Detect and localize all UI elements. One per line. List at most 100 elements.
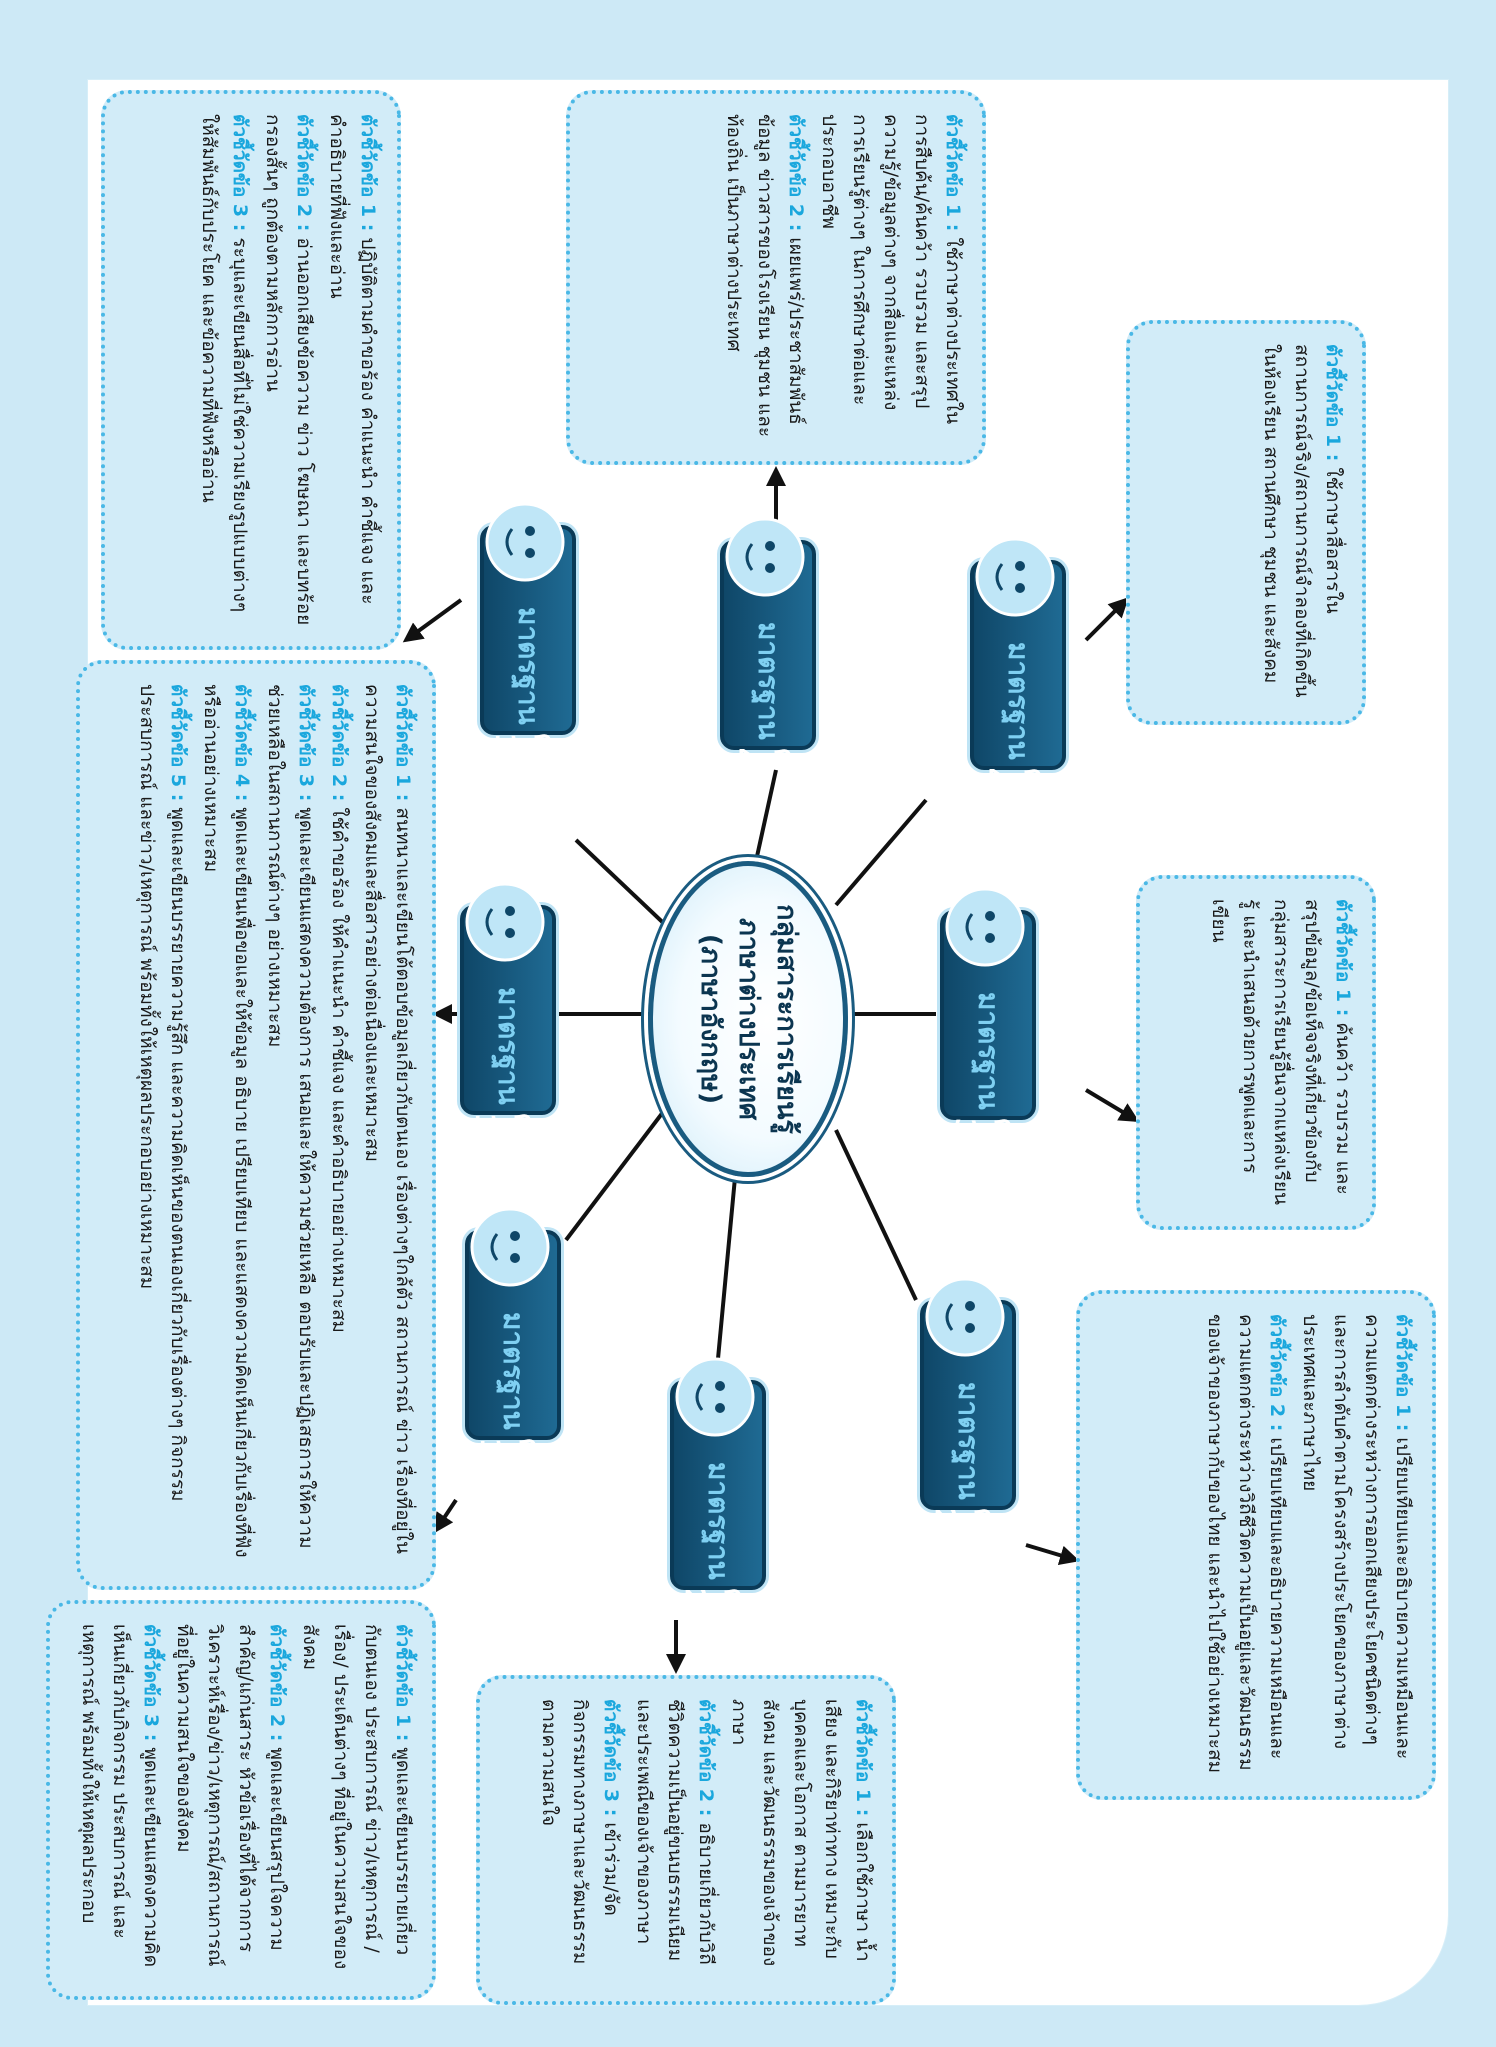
mascot-face-icon <box>485 502 565 582</box>
indicator-label: ตัวชี้วัดข้อ 1 : <box>1332 899 1354 1017</box>
standard-prefix: มาตรฐาน <box>702 1462 735 1580</box>
mascot-face-icon <box>470 1207 550 1287</box>
indicator-label: ตัวชี้วัดข้อ 2 : <box>785 114 807 232</box>
indicator-label: ตัวชี้วัดข้อ 2 : <box>328 684 350 802</box>
indicator-label: ตัวชี้วัดข้อ 2 : <box>1266 1314 1288 1432</box>
indicator-label: ตัวชี้วัดข้อ 3 : <box>600 1699 622 1817</box>
indicator-label: ตัวชี้วัดข้อ 1 : <box>1392 1314 1414 1432</box>
standard-prefix: มาตรฐาน <box>497 1312 530 1430</box>
indicator-box-t13: ตัวชี้วัดข้อ 1 : พูดและเขียนบรรยายเกี่ยว… <box>46 1600 436 2000</box>
indicator-box-t42: ตัวชี้วัดข้อ 1 : ใช้ภาษาต่างประเทศในการส… <box>566 90 986 465</box>
center-title-line3: (ภาษาอังกฤษ) <box>695 933 726 1105</box>
indicator-text: สนทนาและเขียนโต้ตอบข้อมูลเกี่ยวกับตนเอง … <box>361 684 414 1554</box>
indicator-label: ตัวชี้วัดข้อ 1 : <box>357 114 379 232</box>
standard-t42: มาตรฐาน ต 4.2 <box>720 517 816 797</box>
indicator-label: ตัวชี้วัดข้อ 4 : <box>231 684 253 802</box>
standard-t21: มาตรฐาน ต 2.1 <box>670 1357 766 1637</box>
indicator-box-t11: ตัวชี้วัดข้อ 1 : ปฏิบัติตามคำขอร้อง คำแน… <box>101 90 401 650</box>
indicator-label: ตัวชี้วัดข้อ 1 : <box>392 1624 414 1742</box>
indicator-box-t22: ตัวชี้วัดข้อ 1 : เปรียบเทียบและอธิบายควา… <box>1076 1290 1436 1800</box>
indicator-label: ตัวชี้วัดข้อ 2 : <box>695 1699 717 1817</box>
spoke-t13 <box>564 1093 678 1242</box>
spoke-t22 <box>834 1129 918 1301</box>
standard-code: ต 2.1 <box>679 1587 752 1638</box>
standard-code: ต 4.1 <box>979 767 1052 818</box>
standard-prefix: มาตรฐาน <box>492 987 525 1105</box>
standard-prefix: มาตรฐาน <box>1002 642 1035 760</box>
indicator: ตัวชี้วัดข้อ 2 : เผยแพร่/ประชาสัมพันธ์ข้… <box>718 114 811 441</box>
indicator-label: ตัวชี้วัดข้อ 1 : <box>942 114 964 232</box>
standard-code: ต 4.2 <box>729 747 802 798</box>
indicator-box-t21: ตัวชี้วัดข้อ 1 : เลือกใช้ภาษา น้ำเสียง แ… <box>476 1675 896 2005</box>
standard-prefix: มาตรฐาน <box>512 607 545 725</box>
mascot-face-icon <box>675 1357 755 1437</box>
indicator: ตัวชี้วัดข้อ 1 : สนทนาและเขียนโต้ตอบข้อม… <box>356 684 418 1566</box>
indicator: ตัวชี้วัดข้อ 3 : พูดและเขียนแสดงความต้อง… <box>259 684 321 1566</box>
indicator-label: ตัวชี้วัดข้อ 3 : <box>295 684 317 802</box>
spoke-t21 <box>714 1166 738 1381</box>
indicator: ตัวชี้วัดข้อ 3 : ระบุและเขียนสื่อที่ไม่ใ… <box>193 114 255 626</box>
standard-prefix: มาตรฐาน <box>952 1382 985 1500</box>
mascot-face-icon <box>945 887 1025 967</box>
standard-t12: มาตรฐาน ต 1.2 <box>460 882 556 1162</box>
indicator-label: ตัวชี้วัดข้อ 2 : <box>293 114 315 232</box>
arrow-t22 <box>1025 1543 1080 1565</box>
spoke-t42 <box>754 769 778 862</box>
indicator-label: ตัวชี้วัดข้อ 3 : <box>229 114 251 232</box>
standard-t11: มาตรฐาน ต 1.1 <box>480 502 576 782</box>
indicator-label: ตัวชี้วัดข้อ 1 : <box>392 684 414 802</box>
indicator-label: ตัวชี้วัดข้อ 1 : <box>852 1699 874 1817</box>
indicator-text: พูดและเขียนบรรยายความรู้สึก และความคิดเห… <box>136 684 189 1502</box>
standard-code: ต 1.1 <box>489 732 562 783</box>
indicator: ตัวชี้วัดข้อ 2 : อธิบายเกี่ยวกับวิถีชีวิ… <box>628 1699 721 1981</box>
mascot-face-icon <box>975 537 1055 617</box>
center-title-line1: กลุ่มสาระการเรียนรู้ <box>771 904 802 1134</box>
standard-prefix: มาตรฐาน <box>972 992 1005 1110</box>
indicator-label: ตัวชี้วัดข้อ 5 : <box>167 684 189 802</box>
indicator-text: พูดและเขียนเพื่อขอและให้ข้อมูล อธิบาย เป… <box>200 684 253 1558</box>
indicator: ตัวชี้วัดข้อ 1 : ปฏิบัติตามคำขอร้อง คำแน… <box>321 114 383 626</box>
standard-code: ต 1.3 <box>474 1437 547 1488</box>
indicator-text: พูดและเขียนแสดงความต้องการ เสนอและให้ควา… <box>264 684 317 1549</box>
standard-code: ต 3.1 <box>949 1117 1022 1168</box>
indicator: ตัวชี้วัดข้อ 4 : พูดและเขียนเพื่อขอและให… <box>195 684 257 1566</box>
center-topic: กลุ่มสาระการเรียนรู้ ภาษาต่างประเทศ (ภาษ… <box>648 861 848 1177</box>
standard-t41: มาตรฐาน ต 4.1 <box>970 537 1066 817</box>
spoke-t41 <box>834 798 928 907</box>
standard-t13: มาตรฐาน ต 1.3 <box>465 1207 561 1487</box>
arrow-t13 <box>433 1498 458 1534</box>
indicator: ตัวชี้วัดข้อ 2 : อ่านออกเสียงข้อความ ข่า… <box>257 114 319 626</box>
mascot-face-icon <box>725 517 805 597</box>
indicator: ตัวชี้วัดข้อ 3 : พูดและเขียนแสดงความคิดเ… <box>73 1624 166 1976</box>
arrow-t31 <box>1084 1088 1140 1123</box>
standard-t22: มาตรฐาน ต 2.2 <box>920 1277 1016 1557</box>
indicator: ตัวชี้วัดข้อ 1 : ใช้ภาษาสื่อสารในสถานการ… <box>1255 344 1348 701</box>
indicator-box-t12: ตัวชี้วัดข้อ 1 : สนทนาและเขียนโต้ตอบข้อม… <box>76 660 436 1590</box>
indicator-label: ตัวชี้วัดข้อ 2 : <box>266 1624 288 1742</box>
indicator: ตัวชี้วัดข้อ 2 : พูดและเขียนสรุปใจความสำ… <box>168 1624 292 1976</box>
indicator: ตัวชี้วัดข้อ 1 : เลือกใช้ภาษา น้ำเสียง แ… <box>723 1699 878 1981</box>
standard-prefix: มาตรฐาน <box>752 622 785 740</box>
center-title-line2: ภาษาต่างประเทศ <box>733 917 764 1121</box>
indicator: ตัวชี้วัดข้อ 5 : พูดและเขียนบรรยายความรู… <box>131 684 193 1566</box>
indicator-box-t31: ตัวชี้วัดข้อ 1 : ค้นคว้า รวบรวม และสรุปข… <box>1136 875 1376 1230</box>
mascot-face-icon <box>925 1277 1005 1357</box>
indicator: ตัวชี้วัดข้อ 3 : เข้าร่วม/จัดกิจกรรมทางภ… <box>533 1699 626 1981</box>
spoke-t11 <box>574 838 678 937</box>
standard-code: ต 2.2 <box>929 1507 1002 1558</box>
mascot-face-icon <box>465 882 545 962</box>
indicator: ตัวชี้วัดข้อ 2 : เปรียบเทียบและอธิบายควา… <box>1199 1314 1292 1776</box>
indicator-label: ตัวชี้วัดข้อ 1 : <box>1322 344 1344 462</box>
indicator: ตัวชี้วัดข้อ 1 : ค้นคว้า รวบรวม และสรุปข… <box>1203 899 1358 1206</box>
indicator: ตัวชี้วัดข้อ 2 : ใช้คำขอร้อง ให้คำแนะนำ … <box>323 684 354 1566</box>
indicator-label: ตัวชี้วัดข้อ 3 : <box>140 1624 162 1742</box>
standard-t31: มาตรฐาน ต 3.1 <box>940 887 1036 1167</box>
indicator-box-t41: ตัวชี้วัดข้อ 1 : ใช้ภาษาสื่อสารในสถานการ… <box>1126 320 1366 725</box>
arrow-t11 <box>402 598 463 643</box>
indicator: ตัวชี้วัดข้อ 1 : ใช้ภาษาต่างประเทศในการส… <box>813 114 968 441</box>
standard-code: ต 1.2 <box>469 1112 542 1163</box>
indicator: ตัวชี้วัดข้อ 1 : เปรียบเทียบและอธิบายควา… <box>1294 1314 1418 1776</box>
